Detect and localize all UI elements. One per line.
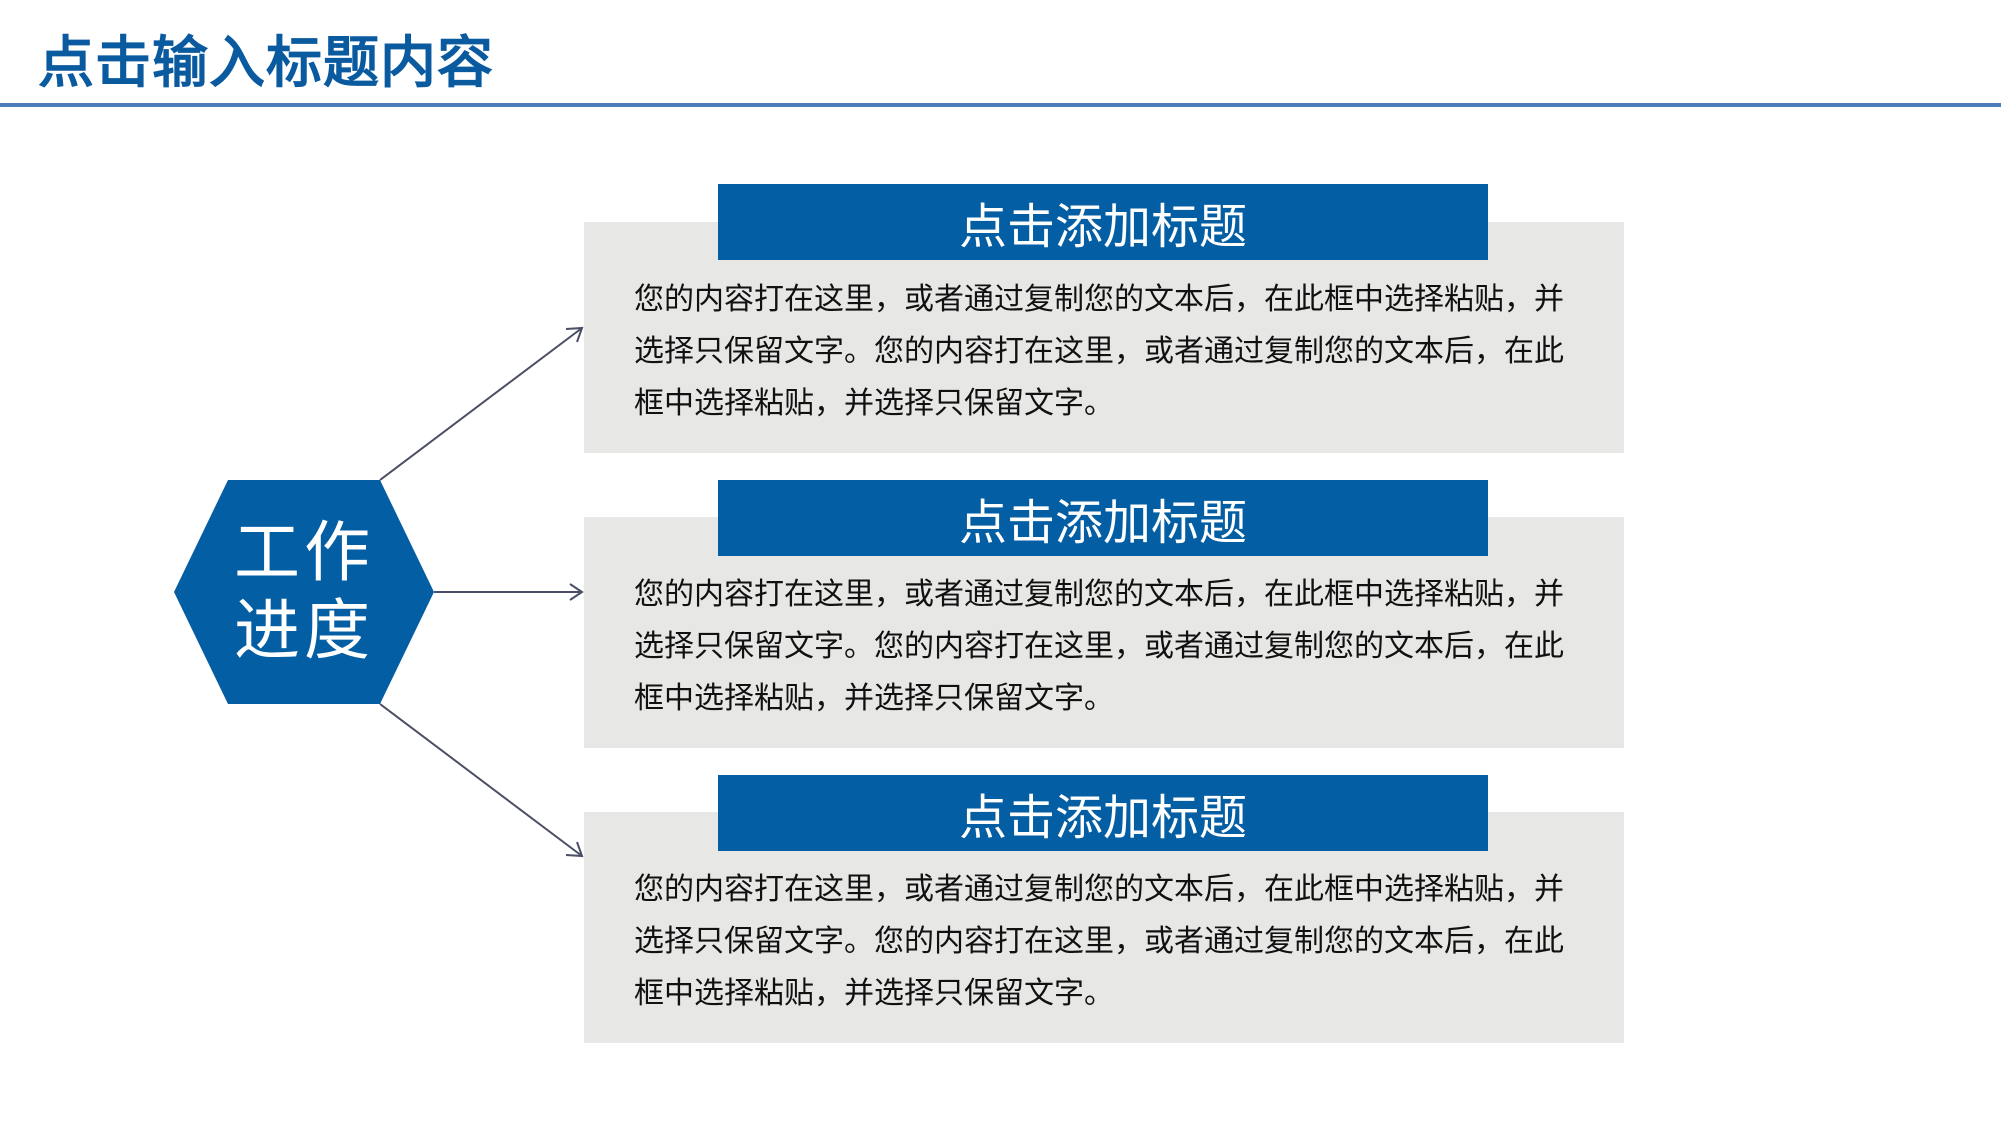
content-card-1[interactable]: 您的内容打在这里，或者通过复制您的文本后，在此框中选择粘贴，并选择只保留文字。您… [584,222,1624,453]
card-body-text[interactable]: 您的内容打在这里，或者通过复制您的文本后，在此框中选择粘贴，并选择只保留文字。您… [634,282,1564,421]
card-body-text[interactable]: 您的内容打在这里，或者通过复制您的文本后，在此框中选择粘贴，并选择只保留文字。您… [634,577,1564,716]
page-title[interactable]: 点击输入标题内容 [38,31,494,96]
title-divider [0,103,2001,107]
card-body-text[interactable]: 您的内容打在这里，或者通过复制您的文本后，在此框中选择粘贴，并选择只保留文字。您… [634,872,1564,1011]
card-header-3[interactable]: 点击添加标题 [718,775,1488,851]
card-header-1[interactable]: 点击添加标题 [718,184,1488,260]
center-node-line2: 进度 [234,592,374,669]
center-node-label[interactable]: 工作 进度 [174,480,434,704]
arrow-line-bottom [379,703,583,857]
arrow-line-top [379,327,583,481]
arrow-head-bottom-icon [565,841,584,858]
center-node-line1: 工作 [234,514,374,591]
arrow-head-middle-icon [569,583,584,601]
hexagon-shape [174,480,434,704]
card-header-2[interactable]: 点击添加标题 [718,480,1488,556]
arrow-head-top-icon [565,326,584,343]
